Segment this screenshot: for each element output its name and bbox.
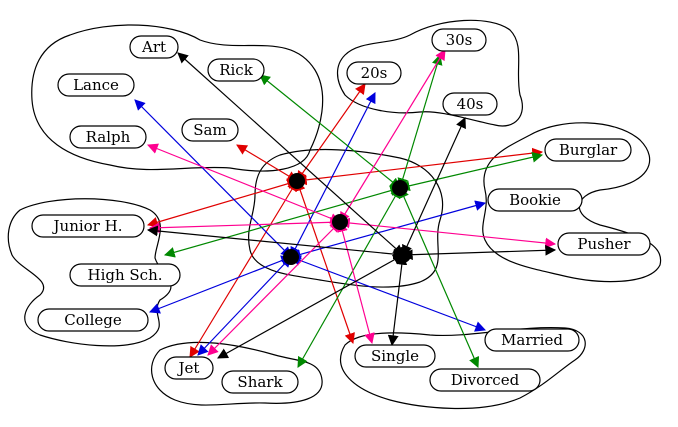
edge-blue bbox=[197, 256, 292, 356]
node-30s-label: 30s bbox=[446, 31, 473, 49]
node-rick-label: Rick bbox=[219, 61, 253, 79]
node-ralph-label: Ralph bbox=[86, 128, 131, 146]
connection-arrows bbox=[134, 49, 557, 368]
node-married: Married bbox=[484, 328, 580, 352]
edge-blue bbox=[290, 92, 376, 258]
edge-black bbox=[146, 225, 405, 260]
edge-black bbox=[177, 52, 404, 256]
node-rick: Rick bbox=[207, 58, 265, 82]
node-college: College bbox=[37, 308, 149, 332]
node-highsch: High Sch. bbox=[69, 263, 181, 287]
hidden-unit-3 bbox=[332, 214, 348, 230]
node-shark-label: Shark bbox=[237, 373, 283, 391]
node-jet-label: Jet bbox=[177, 359, 200, 377]
node-sam: Sam bbox=[181, 118, 239, 142]
edge-magenta bbox=[337, 220, 375, 345]
node-burglar-label: Burglar bbox=[559, 141, 618, 159]
edge-black bbox=[387, 253, 408, 347]
edge-black bbox=[217, 254, 404, 359]
node-pusher: Pusher bbox=[557, 232, 651, 256]
node-ralph: Ralph bbox=[69, 125, 147, 149]
node-divorced-label: Divorced bbox=[451, 371, 520, 389]
node-bookie-label: Bookie bbox=[509, 191, 561, 209]
node-20s-label: 20s bbox=[361, 64, 388, 82]
edge-magenta bbox=[338, 217, 557, 249]
edge-red bbox=[295, 147, 544, 186]
node-pusher-label: Pusher bbox=[577, 235, 631, 253]
node-single: Single bbox=[354, 344, 436, 368]
node-40s: 40s bbox=[442, 92, 498, 116]
node-sam-label: Sam bbox=[193, 121, 226, 139]
node-divorced: Divorced bbox=[429, 368, 541, 392]
edge-red bbox=[236, 144, 298, 182]
node-junior: Junior H. bbox=[31, 214, 145, 238]
edge-green bbox=[397, 53, 443, 190]
edge-green bbox=[297, 187, 401, 368]
node-art-label: Art bbox=[141, 38, 166, 56]
edge-black bbox=[401, 244, 557, 261]
hidden-unit-1 bbox=[289, 173, 305, 189]
edge-green bbox=[398, 187, 480, 368]
node-20s: 20s bbox=[346, 61, 402, 85]
node-single-label: Single bbox=[371, 347, 419, 365]
node-30s: 30s bbox=[431, 28, 487, 52]
node-college-label: College bbox=[64, 311, 122, 329]
edge-black bbox=[402, 117, 466, 256]
node-art: Art bbox=[129, 35, 179, 59]
node-burglar: Burglar bbox=[544, 138, 632, 162]
node-junior-label: Junior H. bbox=[52, 217, 123, 235]
node-shark: Shark bbox=[221, 370, 299, 394]
hidden-unit-2 bbox=[392, 180, 408, 196]
node-highsch-label: High Sch. bbox=[87, 266, 162, 284]
node-lance-label: Lance bbox=[73, 76, 119, 94]
node-lance: Lance bbox=[57, 73, 135, 97]
edge-magenta bbox=[148, 216, 342, 234]
node-married-label: Married bbox=[501, 331, 563, 349]
edge-blue bbox=[289, 255, 487, 332]
edge-green bbox=[163, 185, 402, 258]
node-jet: Jet bbox=[164, 356, 214, 380]
hidden-unit-5 bbox=[395, 247, 411, 263]
hidden-unit-4 bbox=[283, 249, 299, 265]
node-bookie: Bookie bbox=[487, 188, 583, 212]
node-40s-label: 40s bbox=[457, 95, 484, 113]
